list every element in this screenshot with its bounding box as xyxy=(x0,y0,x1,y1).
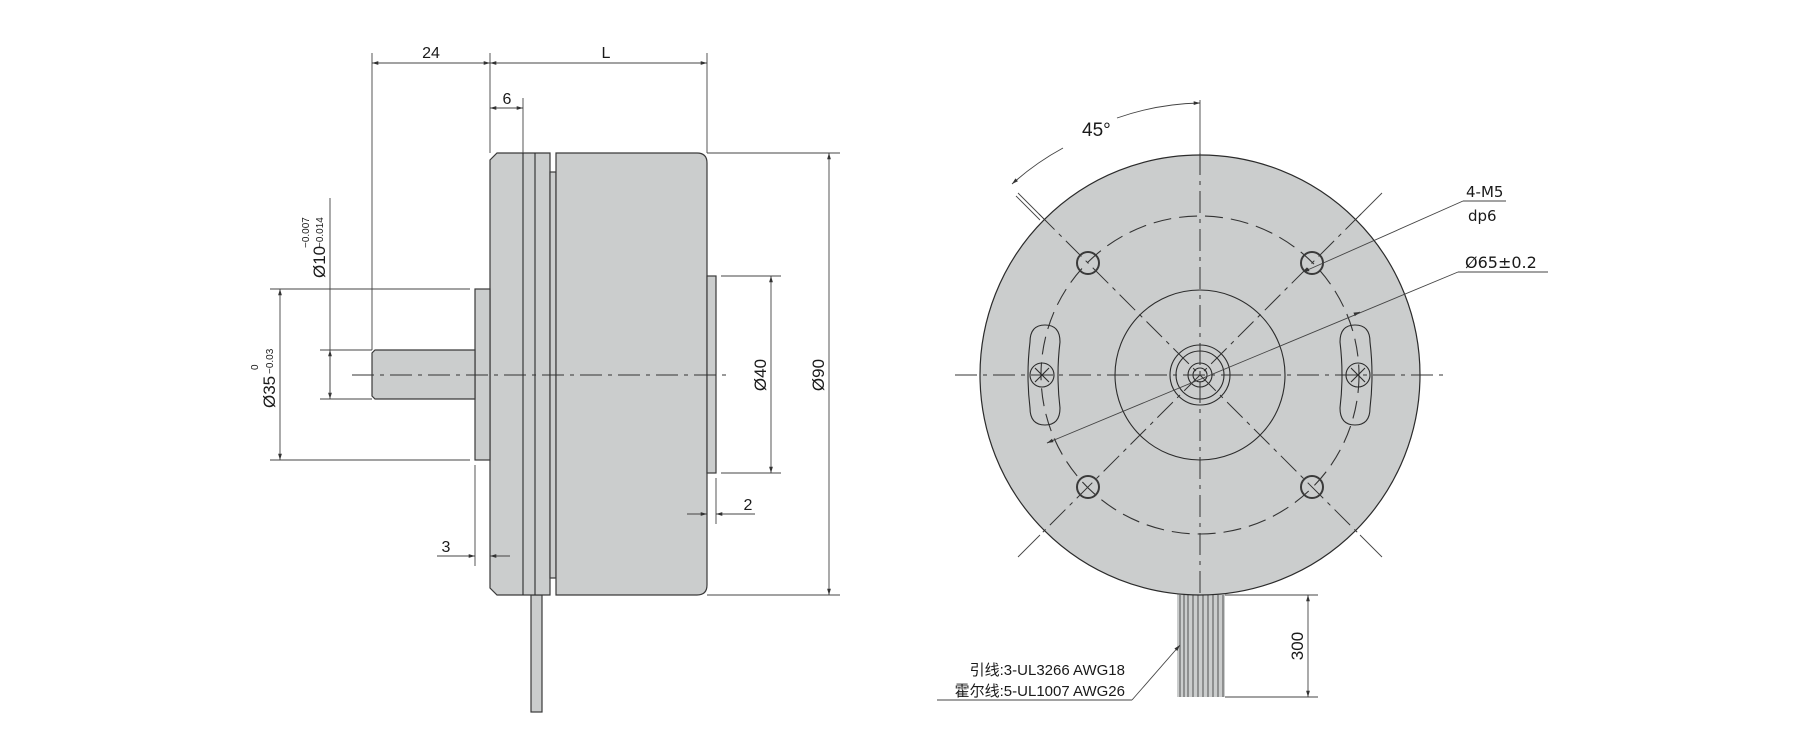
screw-icon xyxy=(1029,362,1055,388)
dim-flange-thickness: 6 xyxy=(503,91,512,108)
svg-text:−0.014: −0.014 xyxy=(315,217,326,248)
dim-lead-length: 300 xyxy=(1288,632,1307,660)
dim-shaft-length: 24 xyxy=(422,45,440,62)
dim-pilot-dia: Ø35 0 −0.03 xyxy=(250,348,279,408)
svg-text:Ø10: Ø10 xyxy=(310,246,329,278)
tapped-hole xyxy=(1076,475,1100,499)
tapped-hole xyxy=(1300,475,1324,499)
lead-note-hall: 霍尔线:5-UL1007 AWG26 xyxy=(955,683,1125,700)
thread-depth: dp6 xyxy=(1468,207,1497,225)
dim-rear-boss-height: 2 xyxy=(744,497,753,514)
screw-icon xyxy=(1345,362,1371,388)
svg-text:−0.03: −0.03 xyxy=(265,348,276,374)
dim-pilot-height: 3 xyxy=(442,539,451,556)
thread-callout: 4-M5 xyxy=(1466,183,1503,201)
svg-text:Ø35: Ø35 xyxy=(260,376,279,408)
svg-text:0: 0 xyxy=(250,364,261,370)
svg-text:−0.007: −0.007 xyxy=(301,217,312,248)
mounting-slot xyxy=(1027,324,1061,426)
shaft xyxy=(371,349,476,400)
mounting-slot xyxy=(1339,324,1373,426)
tapped-hole xyxy=(1076,251,1100,275)
dim-body-dia: Ø90 xyxy=(809,359,828,391)
front-view: 45° 4-M5 dp6 Ø65±0.2 300 引线:3-UL3266 AWG… xyxy=(937,100,1548,701)
dim-angle: 45° xyxy=(1082,120,1111,141)
lead-note-power: 引线:3-UL3266 AWG18 xyxy=(970,662,1125,679)
dim-rear-boss-dia: Ø40 xyxy=(751,359,770,391)
bolt-circle-callout: Ø65±0.2 xyxy=(1465,253,1537,272)
side-view: 24 L 6 Ø35 0 −0.03 Ø10 −0.007 −0.014 Ø40 xyxy=(250,45,840,713)
lead-wire-bundle xyxy=(1177,590,1225,697)
dim-body-length: L xyxy=(602,45,611,62)
lead-wire xyxy=(530,594,543,713)
front-flange xyxy=(489,152,551,596)
motor-body xyxy=(555,152,708,596)
dim-shaft-dia: Ø10 −0.007 −0.014 xyxy=(301,217,329,278)
